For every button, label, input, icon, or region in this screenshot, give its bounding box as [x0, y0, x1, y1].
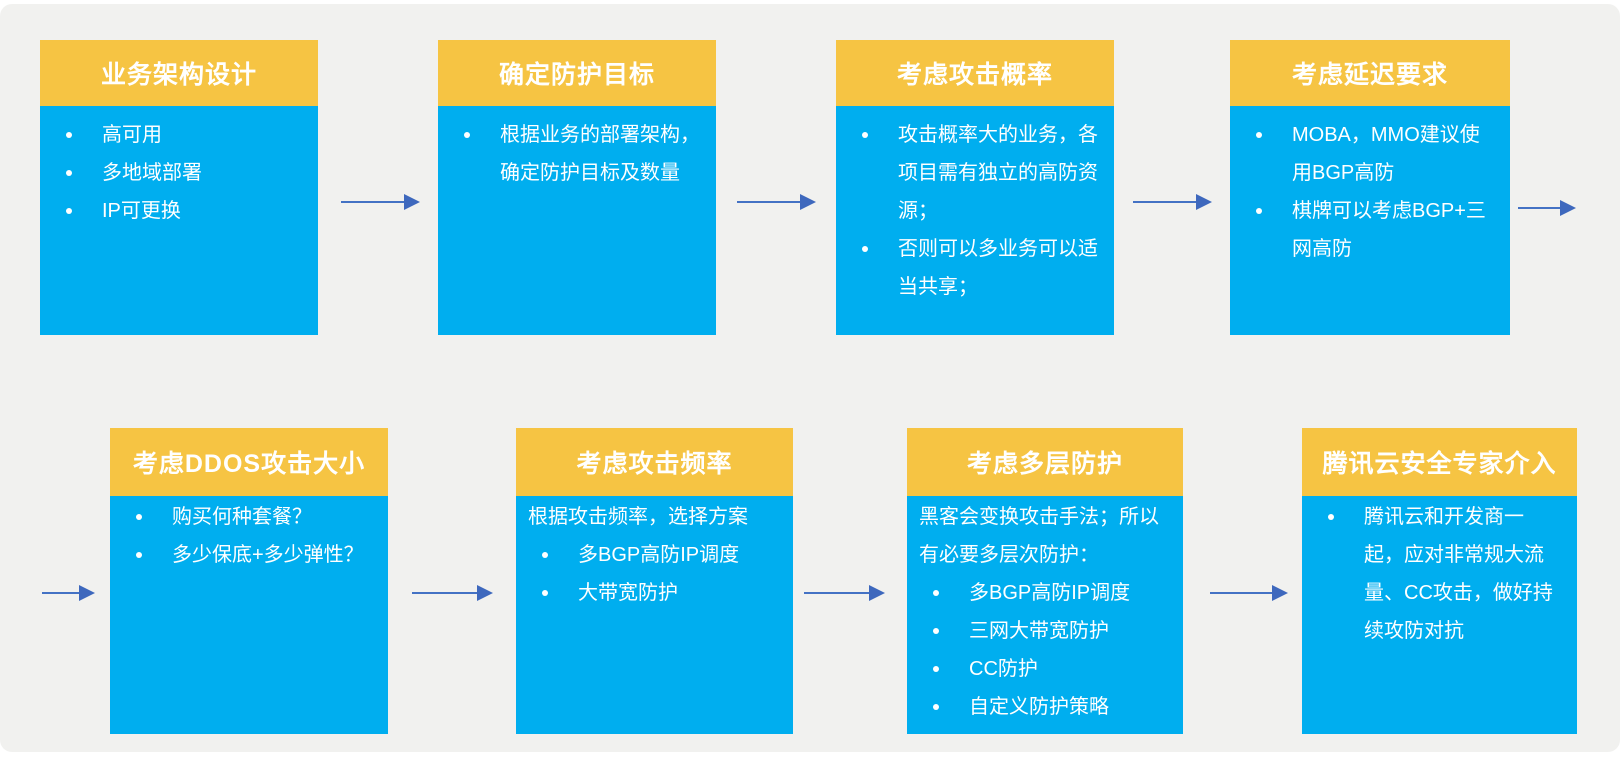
flow-arrow-icon [1518, 200, 1576, 216]
bullet-item: MOBA，MMO建议使用BGP高防 [1230, 116, 1510, 192]
bullet-item: 自定义防护策略 [907, 688, 1183, 726]
bullet-list: 高可用 多地域部署 IP可更换 [40, 116, 318, 230]
flow-arrow-icon [804, 585, 885, 601]
box-title: 考虑多层防护 [907, 428, 1183, 496]
bullet-item: 多少保底+多少弹性？ [110, 536, 388, 574]
box-consider-attack-probability: 考虑攻击概率 攻击概率大的业务，各项目需有独立的高防资源； 否则可以多业务可以适… [836, 40, 1114, 335]
box-business-architecture-design: 业务架构设计 高可用 多地域部署 IP可更换 [40, 40, 318, 335]
box-intro-text: 根据攻击频率，选择方案 [528, 506, 748, 528]
box-title: 考虑延迟要求 [1230, 40, 1510, 106]
box-body: 高可用 多地域部署 IP可更换 [40, 106, 318, 335]
box-consider-attack-frequency: 考虑攻击频率 根据攻击频率，选择方案 多BGP高防IP调度 大带宽防护 [516, 428, 793, 734]
bullet-list: 攻击概率大的业务，各项目需有独立的高防资源； 否则可以多业务可以适当共享； [836, 116, 1114, 306]
flowchart-canvas: 业务架构设计 高可用 多地域部署 IP可更换 确定防护目标 根据业务的部署架构，… [0, 4, 1620, 752]
box-determine-protection-targets: 确定防护目标 根据业务的部署架构，确定防护目标及数量 [438, 40, 716, 335]
box-body: 攻击概率大的业务，各项目需有独立的高防资源； 否则可以多业务可以适当共享； [836, 106, 1114, 335]
bullet-item: 棋牌可以考虑BGP+三网高防 [1230, 192, 1510, 268]
bullet-item: 根据业务的部署架构，确定防护目标及数量 [438, 116, 716, 192]
bullet-item: 多BGP高防IP调度 [907, 574, 1183, 612]
box-body: 根据业务的部署架构，确定防护目标及数量 [438, 106, 716, 335]
box-body: 腾讯云和开发商一起，应对非常规大流量、CC攻击，做好持续攻防对抗 [1302, 496, 1577, 734]
box-title: 业务架构设计 [40, 40, 318, 106]
box-title: 腾讯云安全专家介入 [1302, 428, 1577, 496]
bullet-list: 根据业务的部署架构，确定防护目标及数量 [438, 116, 716, 192]
flow-arrow-icon [42, 585, 95, 601]
box-consider-latency-requirements: 考虑延迟要求 MOBA，MMO建议使用BGP高防 棋牌可以考虑BGP+三网高防 [1230, 40, 1510, 335]
bullet-item: 腾讯云和开发商一起，应对非常规大流量、CC攻击，做好持续攻防对抗 [1302, 498, 1577, 650]
box-intro-text: 黑客会变换攻击手法；所以有必要多层次防护： [919, 506, 1159, 566]
bullet-item: 高可用 [40, 116, 318, 154]
bullet-item: IP可更换 [40, 192, 318, 230]
box-consider-ddos-attack-size: 考虑DDOS攻击大小 购买何种套餐？ 多少保底+多少弹性？ [110, 428, 388, 734]
flow-arrow-icon [1133, 194, 1212, 210]
box-body: MOBA，MMO建议使用BGP高防 棋牌可以考虑BGP+三网高防 [1230, 106, 1510, 335]
bullet-list: MOBA，MMO建议使用BGP高防 棋牌可以考虑BGP+三网高防 [1230, 116, 1510, 268]
bullet-item: 大带宽防护 [516, 574, 793, 612]
box-tencent-cloud-security-experts: 腾讯云安全专家介入 腾讯云和开发商一起，应对非常规大流量、CC攻击，做好持续攻防… [1302, 428, 1577, 734]
bullet-item: 多BGP高防IP调度 [516, 536, 793, 574]
flow-arrow-icon [412, 585, 493, 601]
bullet-item: 多地域部署 [40, 154, 318, 192]
box-consider-multilayer-protection: 考虑多层防护 黑客会变换攻击手法；所以有必要多层次防护： 多BGP高防IP调度 … [907, 428, 1183, 734]
box-title: 确定防护目标 [438, 40, 716, 106]
box-body: 根据攻击频率，选择方案 多BGP高防IP调度 大带宽防护 [516, 496, 793, 734]
bullet-item: 否则可以多业务可以适当共享； [836, 230, 1114, 306]
bullet-item: 购买何种套餐？ [110, 498, 388, 536]
box-title: 考虑攻击概率 [836, 40, 1114, 106]
bullet-item: 攻击概率大的业务，各项目需有独立的高防资源； [836, 116, 1114, 230]
bullet-list: 购买何种套餐？ 多少保底+多少弹性？ [110, 498, 388, 574]
bullet-list: 多BGP高防IP调度 大带宽防护 [516, 536, 793, 612]
flow-arrow-icon [1210, 585, 1288, 601]
bullet-item: 三网大带宽防护 [907, 612, 1183, 650]
box-body: 购买何种套餐？ 多少保底+多少弹性？ [110, 496, 388, 734]
box-body: 黑客会变换攻击手法；所以有必要多层次防护： 多BGP高防IP调度 三网大带宽防护… [907, 496, 1183, 734]
bullet-list: 腾讯云和开发商一起，应对非常规大流量、CC攻击，做好持续攻防对抗 [1302, 498, 1577, 650]
flow-arrow-icon [737, 194, 816, 210]
bullet-list: 多BGP高防IP调度 三网大带宽防护 CC防护 自定义防护策略 [907, 574, 1183, 726]
bullet-item: CC防护 [907, 650, 1183, 688]
box-title: 考虑攻击频率 [516, 428, 793, 496]
box-title: 考虑DDOS攻击大小 [110, 428, 388, 496]
flow-arrow-icon [341, 194, 420, 210]
